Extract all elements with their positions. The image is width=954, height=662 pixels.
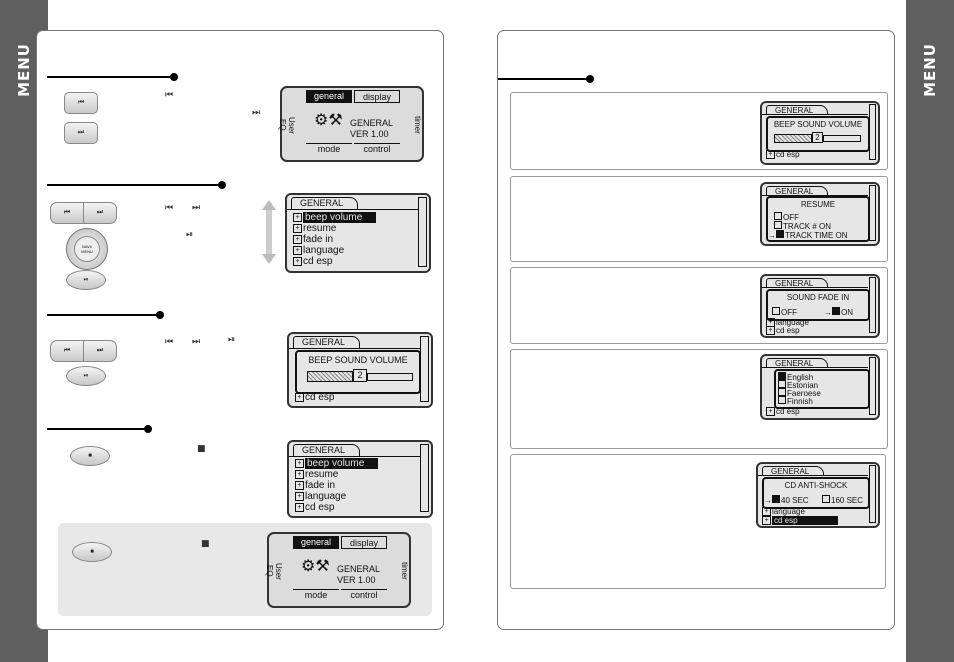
next-glyph-icon: ⏭	[252, 108, 261, 118]
lcd-general-list-1: GENERAL +beep volume +resume +fade in +l…	[285, 193, 431, 273]
step2-rule	[47, 184, 221, 186]
menu-screen-2: general display User EQ timer ⚙⚒ GENERAL…	[265, 532, 411, 608]
prev-button[interactable]: ⏮	[50, 340, 84, 362]
center-version: VER 1.00	[350, 129, 389, 139]
step1-dot	[170, 73, 178, 81]
lcd-beep-volume: GENERAL BEEP SOUND VOLUME 2 +cd esp	[287, 332, 433, 408]
stop-button[interactable]: ■	[70, 446, 110, 466]
next-button[interactable]: ⏭	[84, 340, 117, 362]
lcd-title: GENERAL	[291, 197, 359, 209]
right-step-dot	[586, 75, 594, 83]
step3-dot	[156, 311, 164, 319]
side-timer: timer	[413, 116, 422, 134]
stop-glyph-icon: ■	[197, 444, 206, 454]
lcd-item: +fade in	[293, 234, 333, 245]
stop-button[interactable]: ■	[72, 542, 112, 562]
step1-rule	[47, 76, 173, 78]
lcd-scrollbar	[418, 197, 427, 267]
lcd-language-small: GENERAL English Estonian Faeroese Finnis…	[760, 354, 880, 420]
next-glyph-icon: ⏭	[192, 203, 201, 213]
beep-popup: BEEP SOUND VOLUME 2	[295, 350, 421, 394]
side-label-right: MENU	[921, 43, 939, 97]
next-button[interactable]: ⏭	[64, 122, 98, 144]
tab-general: general	[306, 90, 352, 103]
volume-bar-fill	[307, 371, 353, 382]
menu-screen-1: general display User EQ timer ⚙⚒ GENERAL…	[278, 86, 424, 162]
play-glyph-icon: ⏯	[186, 230, 194, 240]
lcd-item: +cd esp	[293, 256, 332, 267]
center-title: GENERAL	[350, 118, 394, 128]
lcd-item: +beep volume	[293, 212, 377, 223]
volume-value: 2	[353, 369, 367, 382]
tab-display: display	[354, 90, 400, 103]
tools-icon: ⚙⚒	[314, 112, 343, 129]
prev-button[interactable]: ⏮	[50, 202, 84, 224]
lcd-beep-small: GENERAL BEEP SOUND VOLUME 2 +cd esp	[760, 101, 880, 165]
prev-glyph-icon: ⏮	[165, 203, 174, 213]
lcd-antishock-small: GENERAL CD ANTI-SHOCK →40 SEC 160 SEC +l…	[756, 462, 880, 528]
navi-menu-button[interactable]: NAVI/MENU	[66, 228, 108, 270]
lcd-item: +resume	[293, 223, 336, 234]
play-button[interactable]: ⏯	[66, 270, 106, 290]
prev-next-button-pair[interactable]: ⏮ ⏭	[50, 202, 117, 224]
next-glyph-icon: ⏭	[192, 337, 201, 347]
next-button[interactable]: ⏭	[84, 202, 117, 224]
right-step-rule	[498, 78, 590, 80]
play-button[interactable]: ⏯	[66, 366, 106, 386]
bottom-control: control	[354, 143, 400, 156]
lcd-general-list-2: GENERAL +beep volume +resume +fade in +l…	[287, 440, 433, 518]
prev-glyph-icon: ⏮	[165, 337, 174, 347]
bottom-mode: mode	[306, 143, 352, 156]
lcd-fade-small: GENERAL SOUND FADE IN OFF →ON +language …	[760, 274, 880, 338]
tools-icon: ⚙⚒	[301, 558, 330, 575]
step3-rule	[47, 314, 159, 316]
stop-glyph-icon: ■	[201, 539, 210, 549]
right-side-tab: MENU	[906, 0, 954, 662]
prev-next-button-pair[interactable]: ⏮ ⏭	[50, 340, 117, 362]
prev-glyph-icon: ⏮	[165, 90, 174, 100]
step4-dot	[144, 425, 152, 433]
step2-dot	[218, 181, 226, 189]
side-user-eq: User EQ	[278, 116, 296, 134]
play-glyph-icon: ⏯	[228, 335, 236, 345]
lcd-resume-small: GENERAL RESUME OFF TRACK # ON →TRACK TIM…	[760, 182, 880, 246]
prev-button[interactable]: ⏮	[64, 92, 98, 114]
step4-rule	[47, 428, 147, 430]
lcd-item: +language	[293, 245, 344, 256]
scroll-arrow-icon	[262, 200, 276, 264]
